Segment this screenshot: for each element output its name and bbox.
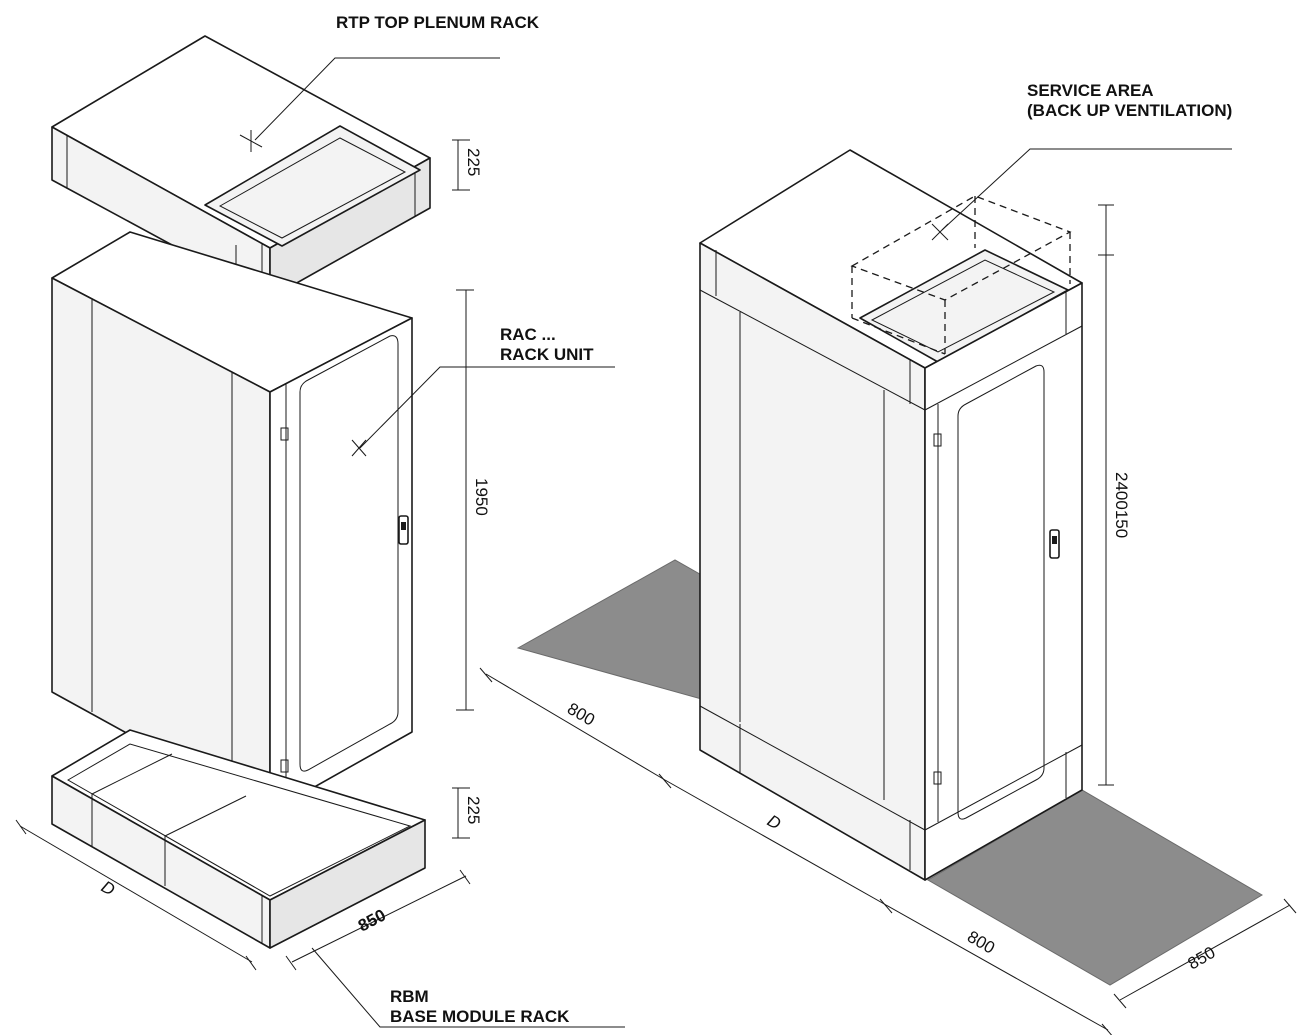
- left-depth-dim: D: [98, 877, 118, 900]
- base-height-dim: 225: [464, 796, 483, 824]
- total-height-dim: 2400150: [1112, 472, 1131, 538]
- right-depth-dim: D: [764, 811, 784, 834]
- rack-unit-assembled: [699, 149, 1083, 881]
- base-module-rack: [51, 729, 426, 949]
- left-leaders: [254, 57, 625, 1028]
- service-area-front-floor: [516, 559, 706, 701]
- rack-unit-left: [51, 231, 413, 813]
- front-clearance-dim: 800: [564, 699, 598, 730]
- left-dimensions: [15, 139, 474, 971]
- rack-height-dim: 1950: [472, 478, 491, 516]
- base-module-label-line2: BASE MODULE RACK: [390, 1007, 570, 1026]
- base-module-label-line1: RBM: [390, 987, 429, 1006]
- rack-unit-label-line2: RACK UNIT: [500, 345, 594, 364]
- plenum-label: RTP TOP PLENUM RACK: [336, 13, 540, 32]
- service-area-label-line1: SERVICE AREA: [1027, 81, 1154, 100]
- rear-clearance-dim: 800: [964, 927, 998, 958]
- service-area-leader: [941, 148, 1232, 231]
- right-dimensions: [479, 204, 1297, 1035]
- service-area-label-line2: (BACK UP VENTILATION): [1027, 101, 1232, 120]
- left-width-dim: 850: [355, 905, 389, 935]
- plenum-height-dim: 225: [464, 148, 483, 176]
- rack-unit-label-line1: RAC ...: [500, 325, 556, 344]
- top-plenum-rack: [51, 35, 431, 299]
